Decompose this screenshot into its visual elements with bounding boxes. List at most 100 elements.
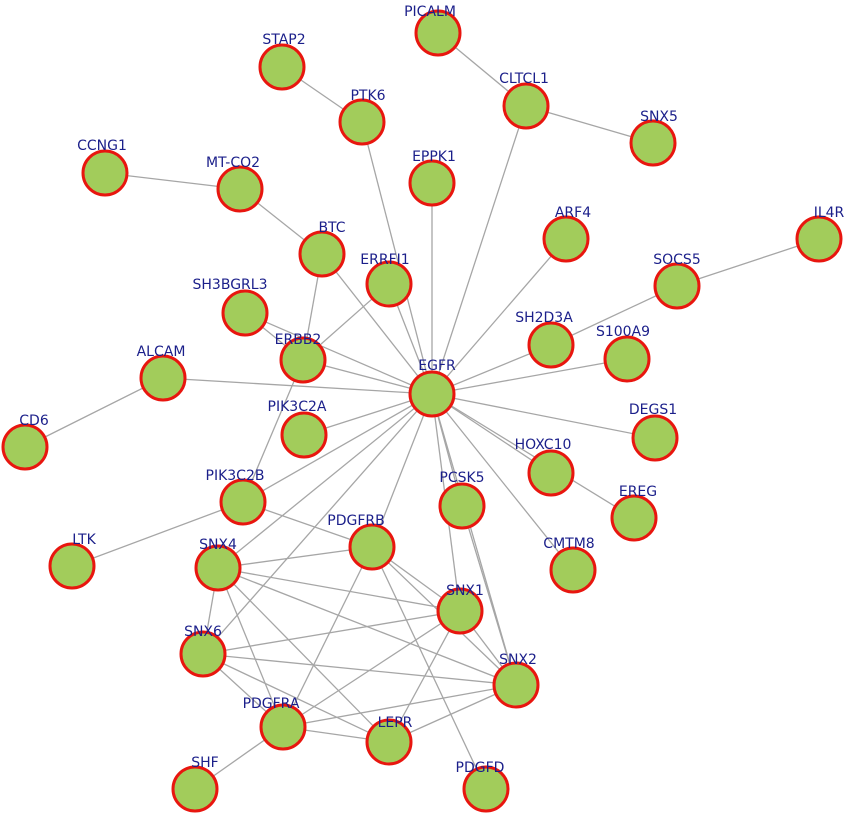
node-pdgfrb[interactable]: PDGFRB bbox=[327, 513, 396, 571]
node-label-stap2: STAP2 bbox=[262, 32, 305, 48]
node-snx4[interactable]: SNX4 bbox=[194, 537, 242, 592]
node-cltcl1[interactable]: CLTCL1 bbox=[499, 71, 550, 130]
edge-ereg-egfr bbox=[431, 393, 635, 519]
node-label-sh3bgrl3: SH3BGRL3 bbox=[193, 277, 268, 293]
node-snx2[interactable]: SNX2 bbox=[492, 652, 540, 709]
node-s100a9[interactable]: S100A9 bbox=[596, 324, 651, 383]
node-label-egfr: EGFR bbox=[418, 358, 456, 374]
node-shf[interactable]: SHF bbox=[171, 755, 219, 813]
node-eppk1[interactable]: EPPK1 bbox=[408, 149, 456, 207]
node-snx1[interactable]: SNX1 bbox=[436, 583, 484, 635]
node-circle-errfi1[interactable] bbox=[365, 260, 413, 308]
node-degs1[interactable]: DEGS1 bbox=[629, 402, 679, 462]
node-circle-mt-co2[interactable] bbox=[216, 165, 264, 213]
node-label-ptk6: PTK6 bbox=[350, 88, 385, 104]
node-label-hoxc10: HOXC10 bbox=[515, 437, 572, 453]
node-circle-lepr[interactable] bbox=[365, 718, 413, 766]
node-pik3c2b[interactable]: PIK3C2B bbox=[206, 468, 267, 526]
node-stap2[interactable]: STAP2 bbox=[258, 32, 306, 91]
node-circle-sh2d3a[interactable] bbox=[527, 321, 575, 369]
edge-arf4-egfr bbox=[431, 238, 567, 395]
node-ltk[interactable]: LTK bbox=[48, 532, 97, 590]
edge-pdgfrb-snx4 bbox=[217, 546, 373, 569]
node-erbb2[interactable]: ERBB2 bbox=[275, 332, 327, 384]
node-circle-btc[interactable] bbox=[298, 230, 346, 278]
node-picalm[interactable]: PICALM bbox=[404, 4, 462, 57]
node-ccng1[interactable]: CCNG1 bbox=[77, 138, 129, 197]
node-circle-pik3c2b[interactable] bbox=[219, 478, 267, 526]
node-snx6[interactable]: SNX6 bbox=[179, 624, 227, 678]
node-label-ccng1: CCNG1 bbox=[77, 138, 127, 154]
node-circle-erbb2[interactable] bbox=[279, 336, 327, 384]
node-mt-co2[interactable]: MT-CO2 bbox=[206, 155, 264, 213]
node-label-snx5: SNX5 bbox=[640, 109, 678, 125]
node-circle-pdgfd[interactable] bbox=[462, 765, 510, 813]
node-pdgfra[interactable]: PDGFRA bbox=[243, 696, 307, 751]
node-btc[interactable]: BTC bbox=[298, 220, 346, 278]
node-circle-egfr[interactable] bbox=[408, 370, 456, 418]
node-label-cmtm8: CMTM8 bbox=[543, 536, 594, 552]
node-circle-ltk[interactable] bbox=[48, 542, 96, 590]
node-circle-pdgfrb[interactable] bbox=[348, 523, 396, 571]
node-label-picalm: PICALM bbox=[404, 4, 456, 20]
node-circle-degs1[interactable] bbox=[631, 414, 679, 462]
edge-il4r-socs5 bbox=[676, 238, 820, 287]
node-pcsk5[interactable]: PCSK5 bbox=[438, 470, 486, 530]
node-sh3bgrl3[interactable]: SH3BGRL3 bbox=[193, 277, 269, 337]
node-circle-eppk1[interactable] bbox=[408, 159, 456, 207]
node-cmtm8[interactable]: CMTM8 bbox=[543, 536, 597, 594]
node-circle-snx4[interactable] bbox=[194, 544, 242, 592]
node-label-snx1: SNX1 bbox=[446, 583, 484, 599]
node-circle-alcam[interactable] bbox=[139, 354, 187, 402]
node-circle-ereg[interactable] bbox=[610, 494, 658, 542]
node-ereg[interactable]: EREG bbox=[610, 484, 658, 542]
node-circle-socs5[interactable] bbox=[653, 262, 701, 310]
edge-snx2-pdgfra bbox=[282, 684, 517, 728]
node-circle-hoxc10[interactable] bbox=[527, 449, 575, 497]
node-circle-s100a9[interactable] bbox=[603, 335, 651, 383]
node-il4r[interactable]: IL4R bbox=[795, 205, 845, 263]
node-alcam[interactable]: ALCAM bbox=[137, 344, 187, 402]
node-circle-il4r[interactable] bbox=[795, 215, 843, 263]
node-socs5[interactable]: SOCS5 bbox=[653, 252, 701, 310]
node-label-socs5: SOCS5 bbox=[653, 252, 700, 268]
node-circle-cltcl1[interactable] bbox=[502, 82, 550, 130]
node-lepr[interactable]: LEPR bbox=[365, 715, 413, 766]
node-circle-sh3bgrl3[interactable] bbox=[221, 289, 269, 337]
node-pdgfd[interactable]: PDGFD bbox=[456, 760, 510, 813]
node-label-lepr: LEPR bbox=[378, 715, 413, 731]
node-ptk6[interactable]: PTK6 bbox=[338, 88, 386, 146]
node-circle-snx1[interactable] bbox=[436, 587, 484, 635]
node-circle-ptk6[interactable] bbox=[338, 98, 386, 146]
node-circle-pik3c2a[interactable] bbox=[280, 411, 328, 459]
node-label-shf: SHF bbox=[191, 755, 218, 771]
node-circle-cd6[interactable] bbox=[1, 423, 49, 471]
node-errfi1[interactable]: ERRFI1 bbox=[360, 252, 413, 308]
node-arf4[interactable]: ARF4 bbox=[542, 205, 591, 263]
node-circle-picalm[interactable] bbox=[414, 9, 462, 57]
node-circle-stap2[interactable] bbox=[258, 43, 306, 91]
node-egfr[interactable]: EGFR bbox=[408, 358, 456, 418]
node-circle-arf4[interactable] bbox=[542, 215, 590, 263]
node-circle-snx6[interactable] bbox=[179, 630, 227, 678]
edge-snx4-egfr bbox=[217, 393, 433, 569]
node-label-ereg: EREG bbox=[619, 484, 657, 500]
node-circle-shf[interactable] bbox=[171, 765, 219, 813]
node-hoxc10[interactable]: HOXC10 bbox=[515, 437, 575, 497]
node-cd6[interactable]: CD6 bbox=[1, 413, 49, 471]
node-circle-snx2[interactable] bbox=[492, 661, 540, 709]
node-circle-snx5[interactable] bbox=[629, 119, 677, 167]
edge-degs1-egfr bbox=[431, 393, 656, 439]
node-label-mt-co2: MT-CO2 bbox=[206, 155, 260, 171]
node-circle-ccng1[interactable] bbox=[81, 149, 129, 197]
edge-alcam-cd6 bbox=[24, 377, 164, 448]
node-circle-cmtm8[interactable] bbox=[549, 546, 597, 594]
node-pik3c2a[interactable]: PIK3C2A bbox=[268, 399, 328, 459]
edge-pcsk5-snx2 bbox=[461, 505, 517, 686]
node-circle-pcsk5[interactable] bbox=[438, 482, 486, 530]
node-snx5[interactable]: SNX5 bbox=[629, 109, 678, 167]
edge-ptk6-egfr bbox=[361, 121, 433, 395]
node-circle-pdgfra[interactable] bbox=[259, 703, 307, 751]
node-sh2d3a[interactable]: SH2D3A bbox=[515, 310, 575, 369]
node-label-btc: BTC bbox=[318, 220, 345, 236]
